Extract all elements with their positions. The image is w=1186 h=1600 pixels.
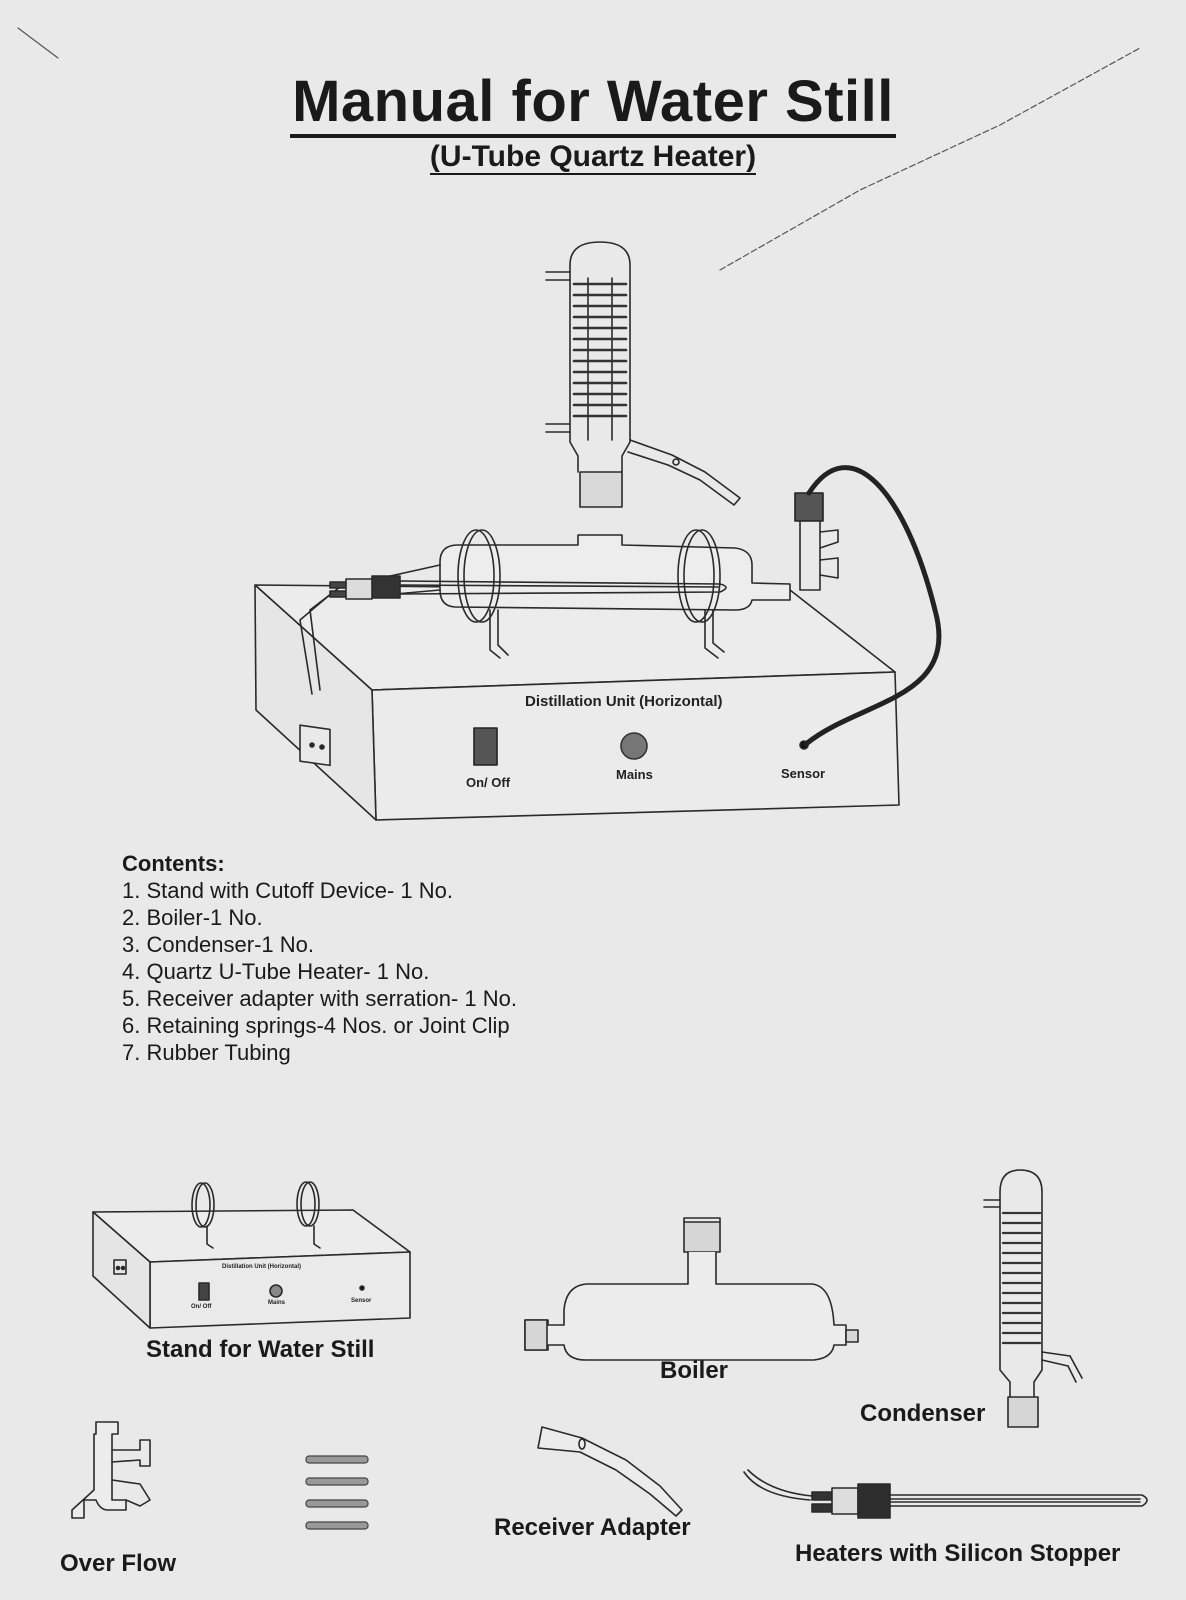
stand-diagram <box>92 1181 411 1329</box>
stand-sensor-icon <box>359 1285 365 1291</box>
boiler-caption: Boiler <box>660 1357 729 1384</box>
heater-diagram <box>743 1469 1148 1519</box>
stand-switch-icon <box>198 1282 210 1301</box>
support-rings <box>457 529 725 659</box>
condenser-caption: Condenser <box>860 1400 986 1427</box>
stray-marks <box>17 27 1141 271</box>
stand-sensor-label: Sensor <box>351 1298 372 1304</box>
condenser-main <box>545 241 741 508</box>
list-item: 5. Receiver adapter with serration- 1 No… <box>122 986 517 1011</box>
receiver-adapter-caption: Receiver Adapter <box>494 1514 691 1541</box>
page-subtitle: (U-Tube Quartz Heater) <box>429 140 757 175</box>
quartz-heater <box>329 575 727 600</box>
boiler-tube <box>349 534 791 611</box>
mains-label: Mains <box>616 767 653 782</box>
stand-caption: Stand for Water Still <box>146 1336 375 1363</box>
condenser-coil <box>572 282 628 418</box>
on-off-label: On/ Off <box>466 775 511 790</box>
retaining-springs <box>305 1455 369 1530</box>
stand-mains-label: Mains <box>268 1300 286 1306</box>
list-item: 1. Stand with Cutoff Device- 1 No. <box>122 878 453 903</box>
list-item: 6. Retaining springs-4 Nos. or Joint Cli… <box>122 1013 510 1038</box>
receiver-adapter-diagram <box>537 1426 683 1517</box>
sensor-label: Sensor <box>781 766 826 781</box>
contents-section: Contents: 1. Stand with Cutoff Device- 1… <box>122 850 517 1066</box>
stand-on-off-label: On/ Off <box>191 1304 212 1310</box>
boiler-diagram <box>524 1217 859 1361</box>
overflow-caption: Over Flow <box>60 1550 177 1577</box>
panel-label: Distillation Unit (Horizontal) <box>525 693 723 710</box>
contents-heading: Contents: <box>122 851 225 876</box>
condenser-diagram <box>983 1169 1083 1428</box>
list-item: 3. Condenser-1 No. <box>122 932 314 957</box>
contents-list: 1. Stand with Cutoff Device- 1 No. 2. Bo… <box>122 877 517 1066</box>
mains-indicator-icon <box>620 732 648 760</box>
on-off-switch-icon <box>473 727 498 766</box>
main-assembly-diagram <box>254 241 942 821</box>
stand-mains-icon <box>269 1284 283 1298</box>
stand-panel-label: Distillation Unit (Horizontal) <box>222 1264 301 1270</box>
list-item: 2. Boiler-1 No. <box>122 905 263 930</box>
list-item: 4. Quartz U-Tube Heater- 1 No. <box>122 959 430 984</box>
sensor-cable <box>803 465 942 747</box>
overflow-diagram <box>71 1421 151 1519</box>
overflow-main <box>794 492 839 591</box>
page-title: Manual for Water Still <box>0 68 1186 138</box>
heaters-caption: Heaters with Silicon Stopper <box>795 1540 1121 1567</box>
list-item: 7. Rubber Tubing <box>122 1040 291 1065</box>
